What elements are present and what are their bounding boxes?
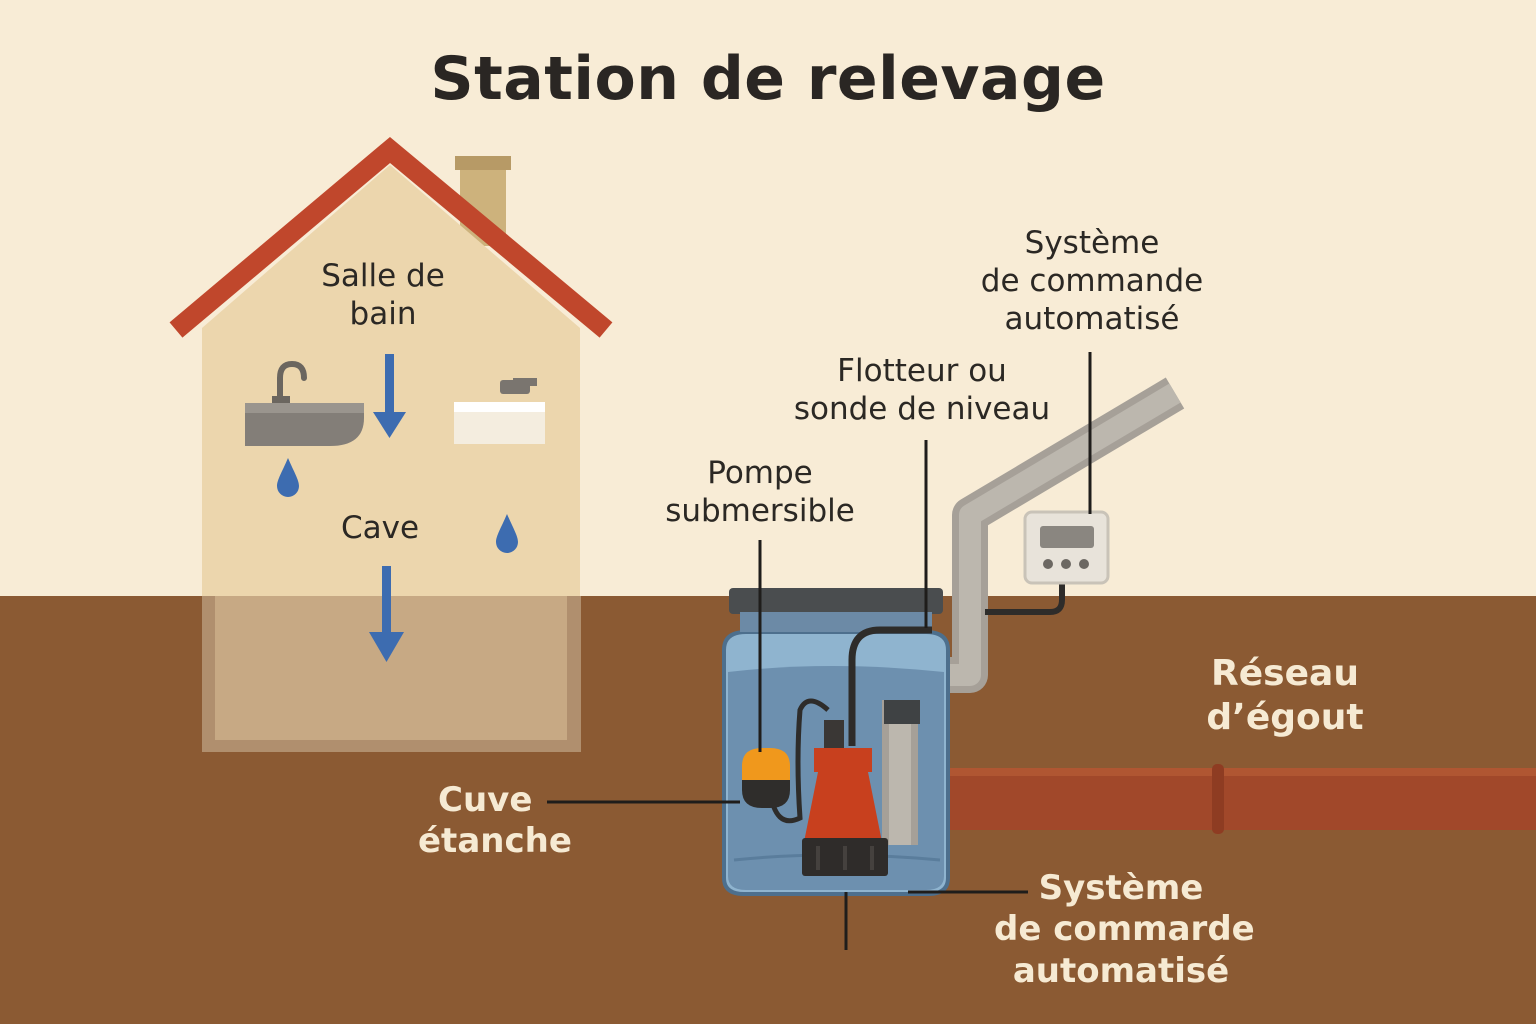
leader-lines <box>547 352 1092 950</box>
label-cave: Cave <box>340 510 420 546</box>
label-commande-top: Système de commande automatisé <box>980 225 1204 337</box>
control-cable <box>985 580 1065 615</box>
submersible-pump-icon <box>802 720 888 876</box>
label-pompe-submersible: Pompe submersible <box>665 455 855 529</box>
water-drop-icon <box>277 458 299 497</box>
down-arrow-icon <box>369 566 404 662</box>
tank-lid <box>729 588 943 614</box>
sink-icon <box>245 360 364 446</box>
control-box-icon <box>1023 510 1110 585</box>
chimney-cap <box>455 156 511 170</box>
sewer-pipe <box>948 764 1536 834</box>
riser-pipe <box>882 700 920 845</box>
float-icon <box>742 748 790 808</box>
label-cuve-etanche: Cuve étanche <box>418 780 572 862</box>
page-title: Station de relevage <box>430 44 1106 114</box>
washbasin-icon <box>454 378 545 444</box>
label-reseau-egout: Réseau d’égout <box>1206 653 1364 738</box>
down-arrow-icon <box>373 354 406 438</box>
float-cable <box>767 698 830 824</box>
pump-cable <box>848 626 932 746</box>
roof <box>169 136 613 338</box>
label-flotteur: Flotteur ou sonde de niveau <box>793 353 1051 427</box>
water-drop-icon <box>496 514 518 553</box>
label-commande-bottom: Système de commarde automatisé <box>994 868 1255 991</box>
label-salle-de-bain: Salle de bain <box>321 258 445 332</box>
